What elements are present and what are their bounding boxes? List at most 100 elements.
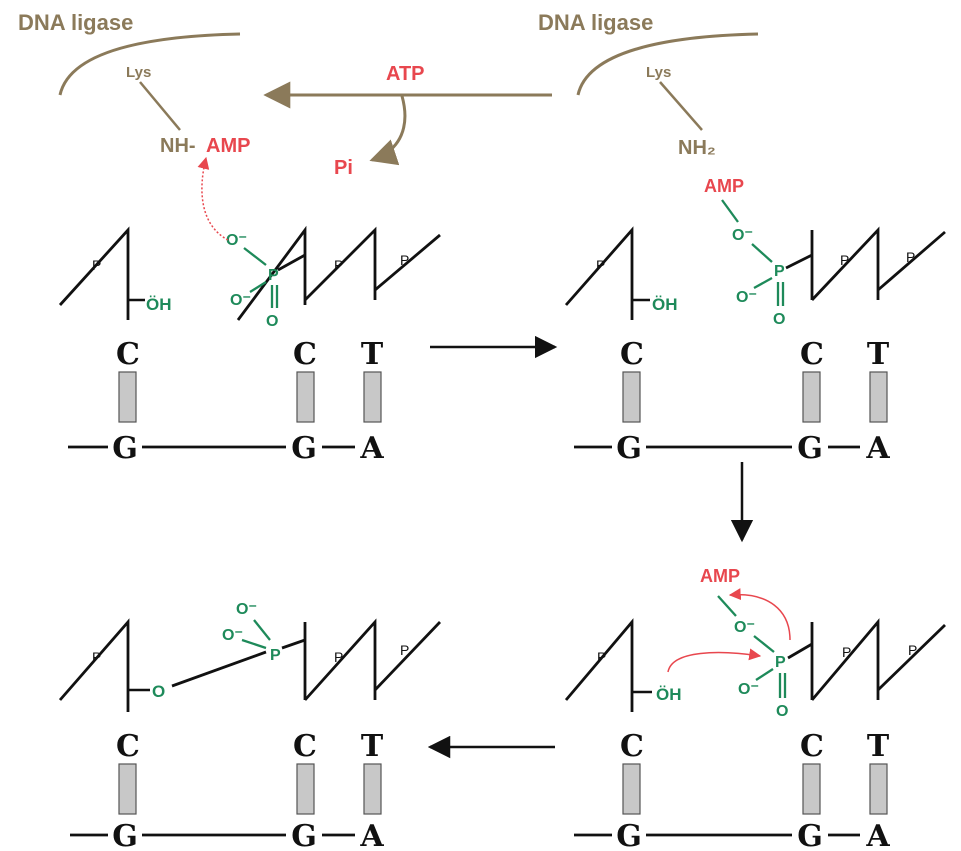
amp-label: AMP — [704, 176, 744, 196]
base-pair-bond — [622, 763, 641, 815]
top-base: C — [620, 729, 644, 764]
phosphate-backbone-bond — [281, 638, 306, 650]
bottom-base: G — [112, 431, 138, 466]
phosphate-o: O — [266, 313, 278, 330]
backbone-right — [810, 618, 880, 701]
p-o-bond — [753, 276, 773, 290]
panel-1: P ÖH P P O⁻ P O⁻ O C C T G G A — [58, 156, 441, 466]
backbone-right — [810, 226, 880, 301]
hydroxyl-label: ÖH — [146, 295, 172, 314]
top-base: C — [116, 729, 140, 764]
phosphate-o-minus: O⁻ — [732, 227, 753, 244]
enzyme-right: DNA ligase Lys NH₂ — [538, 10, 759, 159]
backbone-phosphate: P — [92, 257, 101, 273]
backbone-right — [304, 226, 377, 301]
phosphate-p: P — [775, 654, 786, 671]
backbone-tail — [373, 621, 442, 691]
phosphate-o-minus: O⁻ — [230, 292, 251, 309]
phosphate-backbone-bond — [785, 253, 813, 270]
pi-release-arrow — [369, 95, 407, 166]
backbone-left — [564, 226, 634, 320]
base-pair-bond — [869, 371, 888, 423]
amp-o-bond — [717, 595, 737, 617]
bottom-base: A — [865, 819, 890, 851]
bottom-base: G — [616, 431, 642, 466]
lys-bond-right — [659, 81, 703, 131]
phosphate-p: P — [270, 647, 281, 664]
enzyme-amp-label: AMP — [206, 135, 250, 157]
base-pair-bond — [802, 371, 821, 423]
phosphate-o-minus: O⁻ — [226, 232, 247, 249]
base-pair-bond — [296, 371, 315, 423]
backbone-left — [58, 618, 130, 712]
backbone-left — [564, 618, 634, 712]
phosphate-o: O — [776, 703, 788, 720]
backbone-phosphate: P — [840, 252, 849, 268]
bottom-base: G — [291, 431, 317, 466]
phosphodiester-bond — [171, 650, 267, 688]
lys-label-right: Lys — [646, 64, 671, 81]
backbone-phosphate: P — [92, 649, 101, 665]
bottom-base: G — [797, 819, 823, 851]
lys-label-left: Lys — [126, 64, 151, 81]
bridging-o: O — [152, 682, 165, 701]
p-o-bond — [249, 281, 267, 293]
nh2-label: NH₂ — [678, 137, 716, 159]
top-base: C — [116, 337, 140, 372]
amp-label: AMP — [700, 566, 740, 586]
top-base: C — [293, 337, 317, 372]
backbone-phosphate: P — [400, 252, 409, 268]
panel-2: P ÖH AMP O⁻ P O⁻ O P P C C T G G A — [564, 176, 946, 466]
top-base: C — [800, 337, 824, 372]
p-o-bond — [755, 668, 774, 681]
pi-label: Pi — [334, 157, 353, 179]
backbone-phosphate: P — [596, 257, 605, 273]
attack-arrow — [667, 648, 762, 673]
backbone-phosphate: P — [334, 257, 343, 273]
phosphate-o-minus: O⁻ — [236, 601, 257, 618]
top-base: C — [293, 729, 317, 764]
top-base: C — [620, 337, 644, 372]
base-pair-bond — [296, 763, 315, 815]
p-o-bond — [241, 638, 267, 650]
p-o-bond — [253, 619, 271, 641]
base-pair-bond — [622, 371, 641, 423]
hydroxyl-label: ÖH — [656, 685, 682, 704]
backbone-phosphate: P — [400, 642, 409, 658]
bottom-base: G — [616, 819, 642, 851]
backbone-right — [303, 618, 377, 701]
backbone-tail — [877, 623, 946, 692]
phosphate-backbone-bond — [277, 253, 306, 272]
p-o-bond — [753, 635, 775, 653]
base-pair-bond — [118, 763, 137, 815]
backbone-mid — [236, 225, 307, 321]
backbone-left — [58, 226, 130, 320]
bottom-base: A — [359, 431, 384, 466]
nh-label: NH- — [160, 135, 196, 157]
panel-4: P O O⁻ O⁻ P P P C C T G G A — [58, 601, 442, 851]
phosphate-p: P — [268, 267, 279, 284]
base-pair-bond — [363, 371, 382, 423]
panel-3: P ÖH AMP O⁻ P O⁻ O P P C C T G G A — [564, 566, 946, 851]
top-base: T — [867, 337, 890, 372]
hydroxyl-label: ÖH — [652, 295, 678, 314]
backbone-phosphate: P — [334, 649, 343, 665]
lys-bond-left — [139, 81, 181, 131]
phosphate-o-minus: O⁻ — [736, 289, 757, 306]
enzyme-chain-left — [58, 32, 241, 96]
atp-label: ATP — [386, 63, 425, 85]
bottom-base: A — [865, 431, 890, 466]
enzyme-label-left: DNA ligase — [18, 10, 133, 35]
bottom-base: A — [359, 819, 384, 851]
attack-arrow — [197, 156, 229, 241]
bottom-base: G — [291, 819, 317, 851]
base-pair-bond — [363, 763, 382, 815]
p-o-bond — [243, 247, 267, 266]
amp-o-bond — [721, 199, 739, 223]
phosphate-backbone-bond — [787, 642, 813, 660]
base-pair-bond — [118, 371, 137, 423]
backbone-tail — [877, 230, 946, 292]
backbone-phosphate: P — [597, 649, 606, 665]
enzyme-label-right: DNA ligase — [538, 10, 653, 35]
